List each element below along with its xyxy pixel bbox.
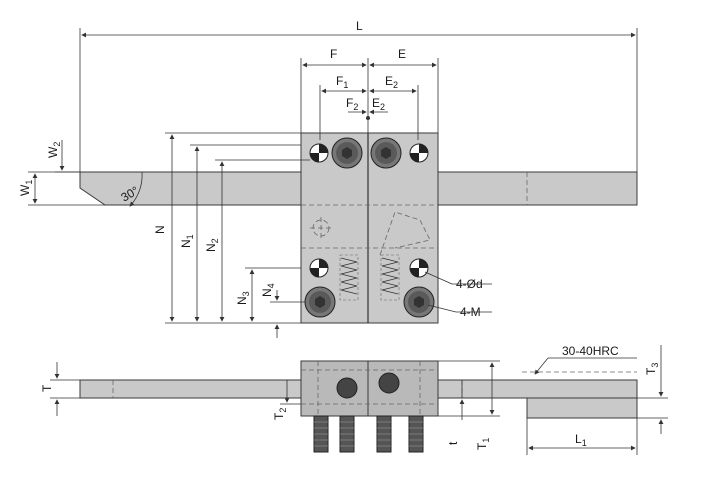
label-L: L [356, 19, 363, 33]
label-E: E [398, 47, 406, 61]
label-W1: W1 [18, 180, 34, 196]
locator-pin-icon [409, 143, 429, 163]
label-E2-upper: E2 [385, 74, 398, 90]
spring-icon [380, 254, 400, 301]
screw-icon [408, 415, 424, 453]
label-F1: F1 [336, 74, 348, 90]
label-T: T [40, 384, 54, 392]
label-t: t [446, 441, 460, 445]
label-hole-note: 4-Ød [456, 277, 483, 291]
label-T3: T3 [644, 363, 660, 375]
locator-pin-icon [309, 258, 329, 278]
label-T2: T2 [272, 408, 288, 420]
screw-icon [376, 415, 392, 453]
label-N1: N1 [179, 234, 195, 248]
side-lower-step [526, 397, 638, 419]
label-hardness: 30-40HRC [562, 344, 619, 358]
label-L1: L1 [575, 432, 587, 448]
screw-head-icon [370, 137, 402, 169]
screw-icon [313, 415, 329, 453]
locator-pin-icon [409, 258, 429, 278]
locator-pin-icon [309, 143, 329, 163]
screw-icon [339, 415, 355, 453]
top-view [79, 132, 638, 324]
label-N2: N2 [204, 238, 220, 252]
label-thread-note: 4-M [460, 305, 481, 319]
label-W2: W2 [46, 142, 62, 158]
label-N3: N3 [235, 291, 251, 305]
label-F2: F2 [346, 96, 358, 112]
label-T1: T1 [475, 438, 491, 450]
spring-icon [339, 254, 359, 301]
side-block-left [300, 360, 369, 417]
label-F: F [330, 47, 337, 61]
screw-head-icon [304, 286, 336, 318]
label-E2-lower: E2 [372, 96, 385, 112]
label-N: N [153, 225, 167, 234]
screw-head-icon [331, 137, 363, 169]
side-dimensions [50, 345, 668, 455]
screw-head-icon [403, 286, 435, 318]
side-block-right [367, 360, 439, 417]
top-dimensions [28, 28, 638, 338]
side-view [79, 360, 638, 453]
label-N4: N4 [260, 283, 276, 297]
